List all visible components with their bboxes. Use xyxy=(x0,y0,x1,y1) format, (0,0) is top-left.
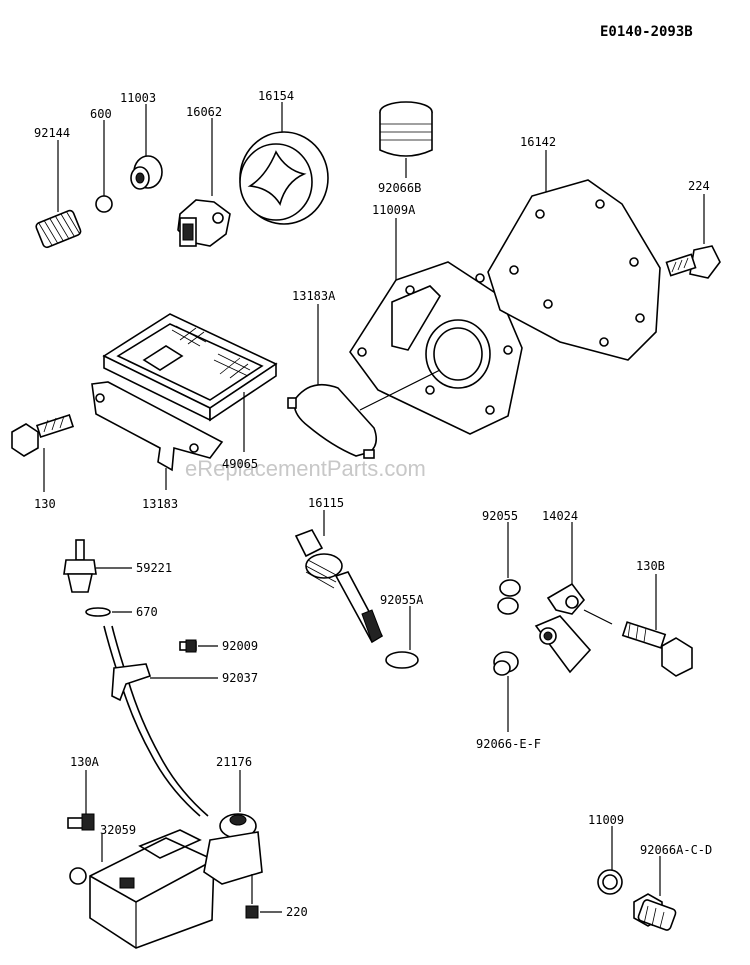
plate-13183 xyxy=(91,381,224,490)
label-13183A: 13183A xyxy=(292,289,336,303)
label-130B: 130B xyxy=(636,559,665,573)
cover-16142 xyxy=(487,150,661,361)
label-92144: 92144 xyxy=(34,126,70,140)
label-220: 220 xyxy=(286,905,308,919)
bolt-130A xyxy=(67,770,95,831)
label-32059: 32059 xyxy=(100,823,136,837)
label-59221: 59221 xyxy=(136,561,172,575)
bolt-92009 xyxy=(179,639,218,653)
label-92055A: 92055A xyxy=(380,593,424,607)
label-92066EF: 92066-E-F xyxy=(476,737,541,751)
label-11009A: 11009A xyxy=(372,203,416,217)
plug-92066B xyxy=(379,101,433,178)
rotor-16062 xyxy=(177,118,231,247)
switch-59221 xyxy=(63,539,132,593)
label-670: 670 xyxy=(136,605,158,619)
plug-92066EF xyxy=(493,651,519,732)
label-14024: 14024 xyxy=(542,509,578,523)
label-16142: 16142 xyxy=(520,135,556,149)
label-92037: 92037 xyxy=(222,671,258,685)
label-16154: 16154 xyxy=(258,89,294,103)
gasket-11009A xyxy=(349,218,523,435)
bolt-224 xyxy=(665,194,721,279)
label-13183: 13183 xyxy=(142,497,178,511)
diagram-code: E0140-2093B xyxy=(600,24,693,40)
pipe-14024 xyxy=(534,522,613,674)
watermark: eReplacementParts.com xyxy=(185,456,426,481)
label-11003: 11003 xyxy=(120,91,156,105)
plug-92066AD xyxy=(633,856,677,931)
label-92009: 92009 xyxy=(222,639,258,653)
screw-220 xyxy=(245,905,282,919)
bolt-130 xyxy=(11,414,75,492)
label-16115: 16115 xyxy=(308,496,344,510)
ball-600 xyxy=(95,120,113,213)
label-92055: 92055 xyxy=(482,509,518,523)
clamp-92037 xyxy=(103,625,218,817)
spring-92144 xyxy=(35,140,82,249)
bolt-130B xyxy=(621,574,693,677)
sensor-21176 xyxy=(203,770,263,904)
outer-rotor-16154 xyxy=(239,102,329,225)
label-92066AD: 92066A-C-D xyxy=(640,843,712,857)
label-224: 224 xyxy=(688,179,710,193)
label-130A: 130A xyxy=(70,755,100,769)
bracket-32059 xyxy=(69,829,215,949)
oring-92055 xyxy=(497,522,521,615)
label-600: 600 xyxy=(90,107,112,121)
label-130: 130 xyxy=(34,497,56,511)
gasket-11009 xyxy=(597,826,623,895)
label-49065: 49065 xyxy=(222,457,258,471)
oring-670 xyxy=(85,607,132,617)
screen-49065 xyxy=(102,313,278,452)
label-21176: 21176 xyxy=(216,755,252,769)
bushing-11003 xyxy=(130,104,163,190)
label-11009: 11009 xyxy=(588,813,624,827)
gauge-16115 xyxy=(294,510,384,644)
oring-92055A xyxy=(385,606,419,669)
label-92066B: 92066B xyxy=(378,181,421,195)
label-16062: 16062 xyxy=(186,105,222,119)
oring-13183A xyxy=(287,304,441,459)
